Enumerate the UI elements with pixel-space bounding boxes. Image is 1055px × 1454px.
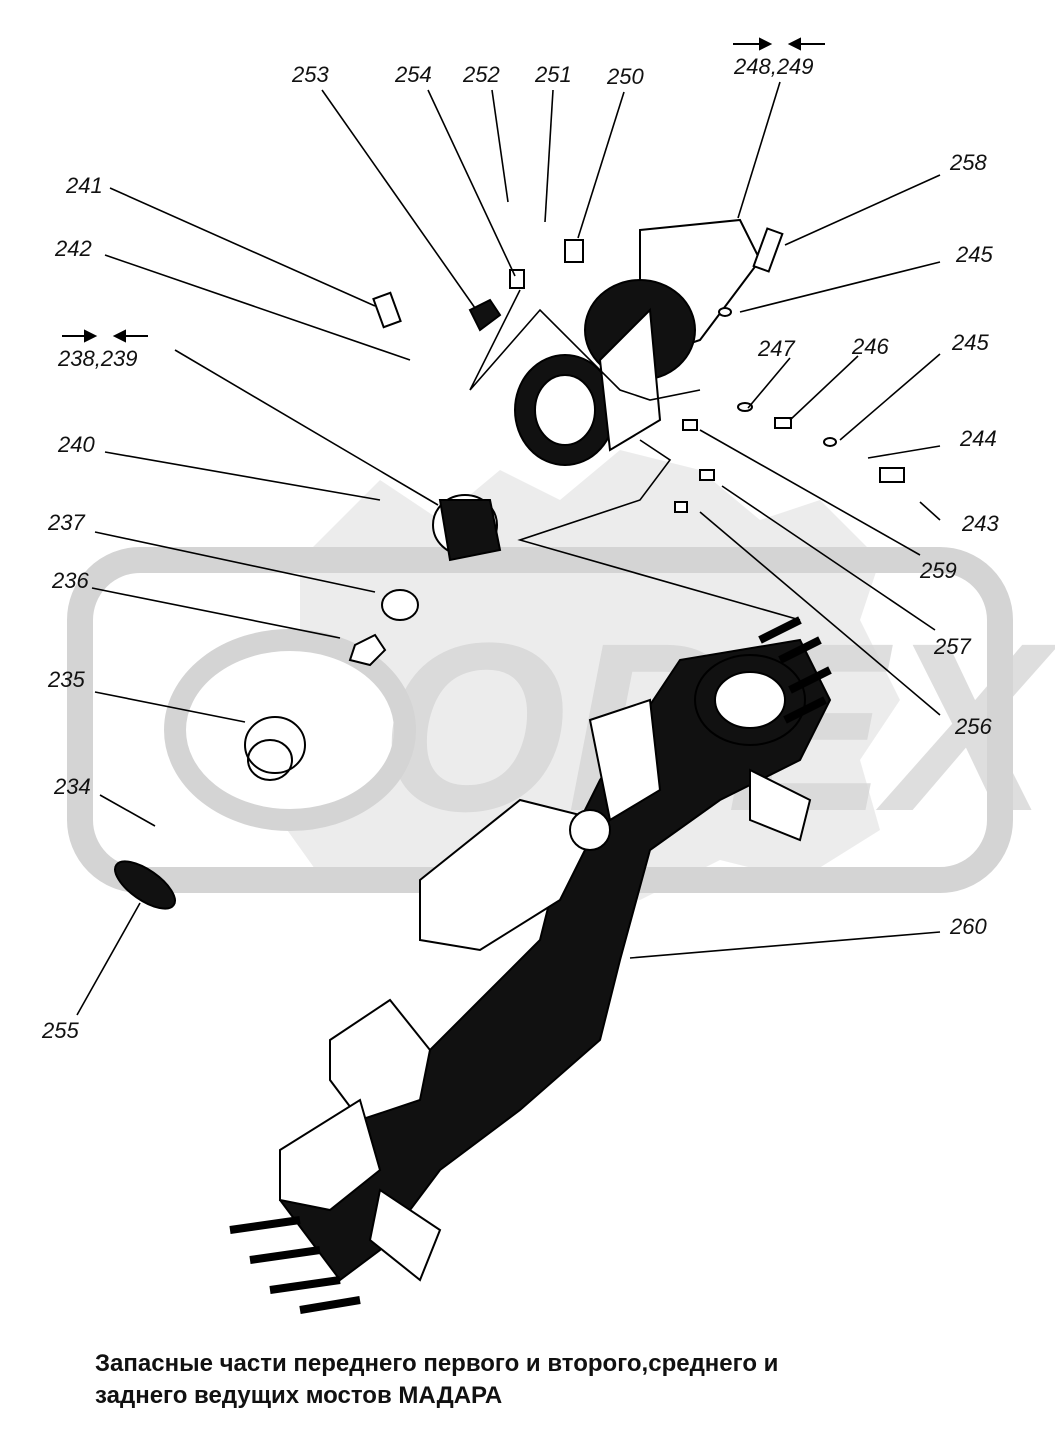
callout-243: 243	[961, 511, 999, 536]
caption-line-2: заднего ведущих мостов МАДАРА	[95, 1382, 503, 1409]
callout-251: 251	[534, 62, 572, 87]
callout-235: 235	[47, 667, 85, 692]
axle-housing-260	[229, 616, 832, 1314]
callout-237: 237	[47, 510, 85, 535]
small-parts	[372, 227, 905, 513]
hub-spindle-assembly	[114, 218, 762, 910]
callout-254: 254	[394, 62, 432, 87]
callout-258: 258	[949, 150, 987, 175]
callout-257: 257	[933, 634, 971, 659]
callout-246: 246	[851, 334, 889, 359]
callout-250: 250	[606, 64, 644, 89]
callout-244: 244	[959, 426, 997, 451]
callout-252: 252	[462, 62, 500, 87]
callout-256: 256	[954, 714, 992, 739]
callout-241: 241	[65, 173, 103, 198]
arrow-marks	[62, 37, 825, 343]
watermark: OPEX	[67, 450, 1055, 910]
callout-242: 242	[54, 236, 92, 261]
callout-240: 240	[57, 432, 95, 457]
caption-line-1: Запасные части переднего первого и второ…	[95, 1350, 779, 1377]
callout-253: 253	[291, 62, 329, 87]
callout-247: 247	[757, 336, 795, 361]
callout-260: 260	[949, 914, 987, 939]
callout-238-239: 238,239	[57, 346, 138, 371]
callout-245-bottom: 245	[951, 330, 989, 355]
callout-245-top: 245	[955, 242, 993, 267]
callout-248-249: 248,249	[733, 54, 814, 79]
leader-lines	[76, 81, 941, 1016]
callout-259: 259	[919, 558, 957, 583]
callout-255: 255	[41, 1018, 79, 1043]
callout-labels: 253 254 252 251 250 248,249 258 241 245 …	[41, 54, 999, 1043]
callout-236: 236	[51, 568, 89, 593]
diagram-caption: Запасные части переднего первого и второ…	[95, 1348, 995, 1412]
callout-234: 234	[53, 774, 91, 799]
